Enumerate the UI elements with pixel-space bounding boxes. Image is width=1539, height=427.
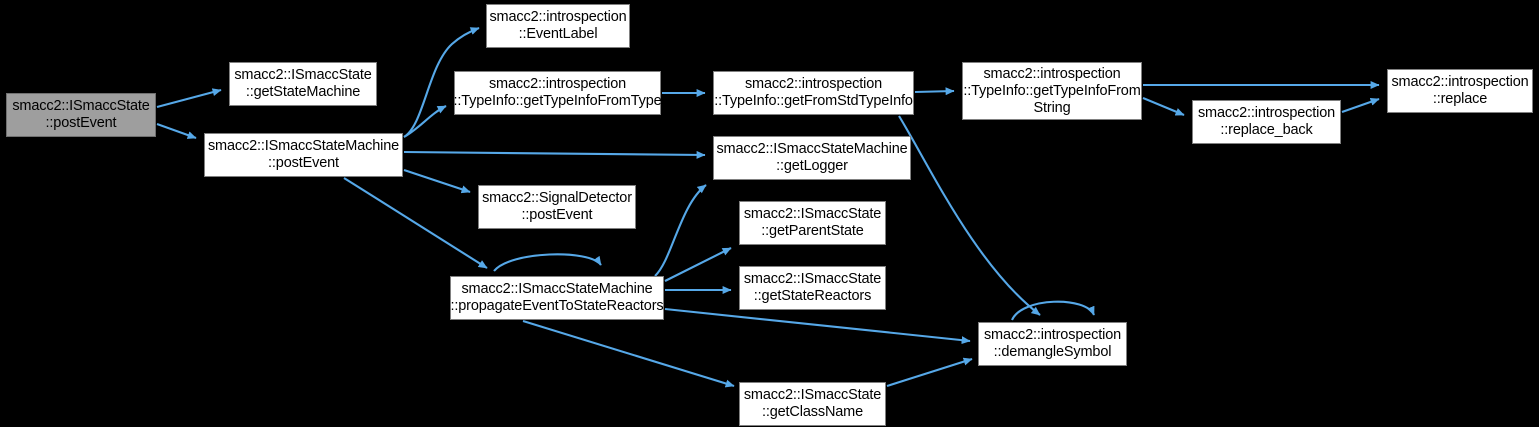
node-ismaccstate-getparentstate[interactable]: smacc2::ISmaccState ::getParentState [739,201,886,245]
edge-getfromstdtypeinfo-to-demanglesymbol [898,115,1041,316]
node-label: smacc2::introspection ::TypeInfo::getFro… [714,76,913,109]
node-label: smacc2::ISmaccStateMachine ::postEvent [207,138,400,171]
node-label: smacc2::ISmaccState ::getStateReactors [743,271,882,304]
node-label: smacc2::introspection ::TypeInfo::getTyp… [453,76,662,109]
edge-postevent-to-postevent-sm [156,123,197,139]
node-label: smacc2::ISmaccStateMachine ::propagateEv… [450,281,664,314]
node-label: smacc2::introspection ::EventLabel [489,9,627,42]
node-typeinfo-gettypeinfofromtype[interactable]: smacc2::introspection ::TypeInfo::getTyp… [453,71,662,115]
node-label: smacc2::ISmaccState ::getParentState [743,206,882,239]
node-label: smacc2::SignalDetector ::postEvent [482,190,632,223]
node-label: smacc2::introspection ::demangleSymbol [983,327,1122,360]
edge-propagateevent-to-getclassname [522,319,735,388]
edge-postevent-sm-to-signaldetector-postevent [403,169,471,194]
node-label: smacc2::ISmaccState ::postEvent [12,98,150,131]
node-label: smacc2::ISmaccStateMachine ::getLogger [716,141,908,174]
edge-getfromstdtypeinfo-to-gettypeinfofromstring [914,87,955,96]
edge-propagateevent-to-getparentstate [664,247,732,282]
edge-postevent-to-getstatemachine [156,88,222,109]
node-ismaccstatemachine-getlogger[interactable]: smacc2::ISmaccStateMachine ::getLogger [713,136,911,180]
edge-postevent-sm-to-propagateevent [343,177,488,269]
node-introspection-demanglesymbol[interactable]: smacc2::introspection ::demangleSymbol [978,322,1127,366]
node-label: smacc2::ISmaccState ::getClassName [743,387,882,420]
edge-postevent-sm-to-eventlabel [403,27,480,138]
edge-postevent-sm-to-getlogger [403,150,706,159]
node-ismaccstate-postevent[interactable]: smacc2::ISmaccState ::postEvent [6,93,156,137]
edge-postevent-sm-to-gettypeinfofromtype [403,105,447,138]
node-label: smacc2::introspection ::replace [1391,74,1529,107]
edge-propagateevent-to-getlogger [654,184,707,277]
node-ismaccstate-getstatemachine[interactable]: smacc2::ISmaccState ::getStateMachine [229,62,377,106]
node-label: smacc2::introspection ::replace_back [1197,105,1336,138]
node-ismaccstate-getstatereactors[interactable]: smacc2::ISmaccState ::getStateReactors [739,266,886,310]
edge-propagateevent-to-demanglesymbol [664,307,971,345]
node-typeinfo-gettypeinfofromstring[interactable]: smacc2::introspection ::TypeInfo::getTyp… [962,62,1142,120]
node-label: smacc2::introspection ::TypeInfo::getTyp… [963,65,1141,116]
node-introspection-replace-back[interactable]: smacc2::introspection ::replace_back [1192,100,1341,144]
node-signaldetector-postevent[interactable]: smacc2::SignalDetector ::postEvent [478,185,636,229]
edge-getclassname-to-demanglesymbol [886,357,973,388]
edge-gettypeinfofromstring-to-replaceback [1142,97,1185,116]
node-introspection-eventlabel[interactable]: smacc2::introspection ::EventLabel [486,4,630,48]
node-ismaccstatemachine-propagateeventtostatereactors[interactable]: smacc2::ISmaccStateMachine ::propagateEv… [450,276,664,320]
node-ismaccstatemachine-postevent[interactable]: smacc2::ISmaccStateMachine ::postEvent [204,133,403,177]
node-ismaccstate-getclassname[interactable]: smacc2::ISmaccState ::getClassName [739,382,886,426]
edge-demanglesymbol-self-loop [1011,300,1095,321]
node-label: smacc2::ISmaccState ::getStateMachine [234,67,372,100]
node-introspection-replace[interactable]: smacc2::introspection ::replace [1387,69,1533,113]
node-typeinfo-getfromstdtypeinfo[interactable]: smacc2::introspection ::TypeInfo::getFro… [713,71,914,115]
edge-propagateevent-self-loop [493,253,602,272]
edge-replaceback-to-replace [1341,98,1380,113]
